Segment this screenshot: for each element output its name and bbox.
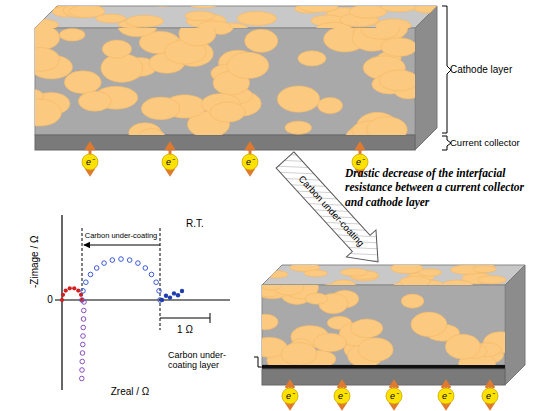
electron-symbol <box>438 388 454 404</box>
leader-line <box>254 357 262 367</box>
text-label: 1 Ω <box>177 324 193 336</box>
bracket <box>442 6 451 133</box>
electron-symbol <box>334 388 350 404</box>
cathode-slab <box>18 0 448 154</box>
electron-label: e⁻ <box>86 157 94 167</box>
cathode-slab-coated <box>251 262 525 385</box>
text-label: Current collector <box>450 138 520 149</box>
electron-label: e⁻ <box>246 157 254 167</box>
electron-label: e⁻ <box>338 391 346 401</box>
electron-label: e⁻ <box>390 391 398 401</box>
text-label: Cathode layer <box>450 64 512 76</box>
text-label: 0 <box>47 294 53 306</box>
text-label: Carbon under-coating <box>84 232 159 241</box>
text-label: Carbon under-coating layer <box>168 350 252 371</box>
electron-symbol <box>82 154 98 170</box>
electron-symbol <box>282 388 298 404</box>
electron-symbol <box>482 388 498 404</box>
text-label: -Zimage / Ω <box>28 236 40 289</box>
text-label: R.T. <box>186 218 204 230</box>
electron-label: e⁻ <box>486 391 494 401</box>
electron-symbol <box>242 154 258 170</box>
headline: Drastic decrease of the interfacial resi… <box>345 166 533 209</box>
electron-label: e⁻ <box>166 157 174 167</box>
electron-symbol <box>162 154 178 170</box>
text-label: Zreal / Ω <box>111 386 150 398</box>
electron-label: e⁻ <box>442 391 450 401</box>
process-arrow <box>270 147 393 276</box>
electron-label: e⁻ <box>286 391 294 401</box>
bracket <box>442 136 451 150</box>
electron-symbol <box>386 388 402 404</box>
electron-label: e⁻ <box>356 157 364 167</box>
